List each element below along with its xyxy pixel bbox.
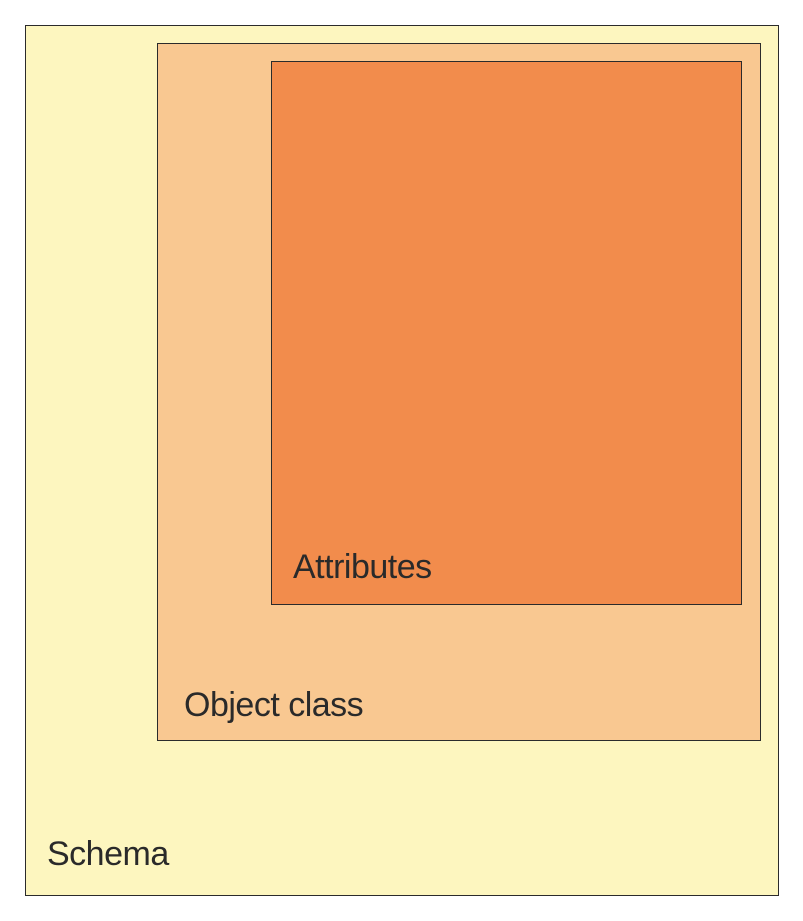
object-class-box: Object class Attributes bbox=[157, 43, 761, 741]
schema-box: Schema Object class Attributes bbox=[25, 25, 779, 896]
schema-label: Schema bbox=[47, 835, 169, 873]
object-class-label: Object class bbox=[184, 686, 364, 724]
attributes-label: Attributes bbox=[293, 548, 432, 586]
attributes-box: Attributes bbox=[271, 61, 742, 605]
